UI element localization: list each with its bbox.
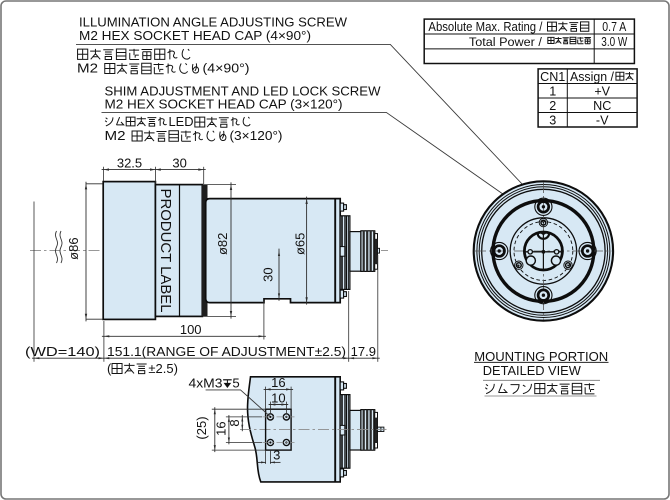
svg-text:M2 HEX SOCKET HEAD CAP (4×90°): M2 HEX SOCKET HEAD CAP (4×90°) — [79, 28, 311, 43]
svg-text:3: 3 — [549, 113, 556, 127]
svg-text:17.9: 17.9 — [351, 344, 376, 359]
svg-text:M2 HEX SOCKET HEAD CAP (3×120°: M2 HEX SOCKET HEAD CAP (3×120°) — [105, 97, 343, 112]
svg-text:5: 5 — [232, 375, 239, 390]
svg-text:-V: -V — [596, 113, 609, 127]
svg-text:NC: NC — [593, 99, 611, 113]
svg-text:Absolute Max. Rating /: Absolute Max. Rating / — [428, 20, 542, 34]
svg-text:ø65: ø65 — [292, 233, 307, 255]
svg-text:ø82: ø82 — [215, 233, 230, 255]
svg-text:151.1(RANGE OF ADJUSTMENT±2.5): 151.1(RANGE OF ADJUSTMENT±2.5) — [107, 344, 346, 359]
svg-text:3: 3 — [273, 447, 280, 462]
svg-text:LED: LED — [169, 114, 194, 129]
svg-text:1: 1 — [549, 84, 556, 98]
svg-text:16: 16 — [271, 375, 285, 390]
svg-text:(: ( — [107, 361, 112, 376]
svg-text:±2.5): ±2.5) — [148, 361, 178, 376]
svg-text:30: 30 — [260, 267, 275, 281]
svg-text:8: 8 — [227, 419, 242, 426]
svg-text:10: 10 — [271, 390, 285, 405]
svg-text:30: 30 — [172, 155, 186, 170]
svg-text:(3×120°): (3×120°) — [230, 128, 283, 143]
svg-text:PRODUCT LABEL: PRODUCT LABEL — [157, 189, 174, 313]
svg-text:ILLUMINATION ANGLE ADJUSTING S: ILLUMINATION ANGLE ADJUSTING SCREW — [79, 14, 348, 29]
svg-text:32.5: 32.5 — [117, 155, 142, 170]
svg-text:Total Power /: Total Power / — [469, 35, 543, 49]
svg-text:ø86: ø86 — [66, 237, 81, 259]
svg-text:M2: M2 — [105, 128, 126, 143]
svg-text:2: 2 — [549, 99, 556, 113]
svg-text:3.0 W: 3.0 W — [601, 35, 627, 49]
svg-text:16: 16 — [214, 421, 229, 435]
svg-text:MOUNTING PORTION: MOUNTING PORTION — [474, 349, 608, 364]
svg-text:100: 100 — [180, 322, 202, 337]
svg-text:(4×90°): (4×90°) — [203, 60, 250, 75]
svg-text:DETAILED VIEW: DETAILED VIEW — [483, 363, 582, 378]
svg-text:M2: M2 — [77, 60, 98, 75]
svg-text:(WD=140): (WD=140) — [25, 344, 100, 359]
svg-text:Assign /: Assign / — [570, 70, 614, 84]
svg-text:+V: +V — [594, 84, 610, 98]
svg-text:0.7 A: 0.7 A — [602, 20, 626, 34]
svg-text:4xM3: 4xM3 — [189, 375, 223, 390]
svg-text:CN1: CN1 — [540, 70, 565, 84]
svg-text:(25): (25) — [194, 416, 209, 439]
svg-text:SHIM ADJUSTMENT AND LED LOCK S: SHIM ADJUSTMENT AND LED LOCK SCREW — [105, 83, 382, 98]
